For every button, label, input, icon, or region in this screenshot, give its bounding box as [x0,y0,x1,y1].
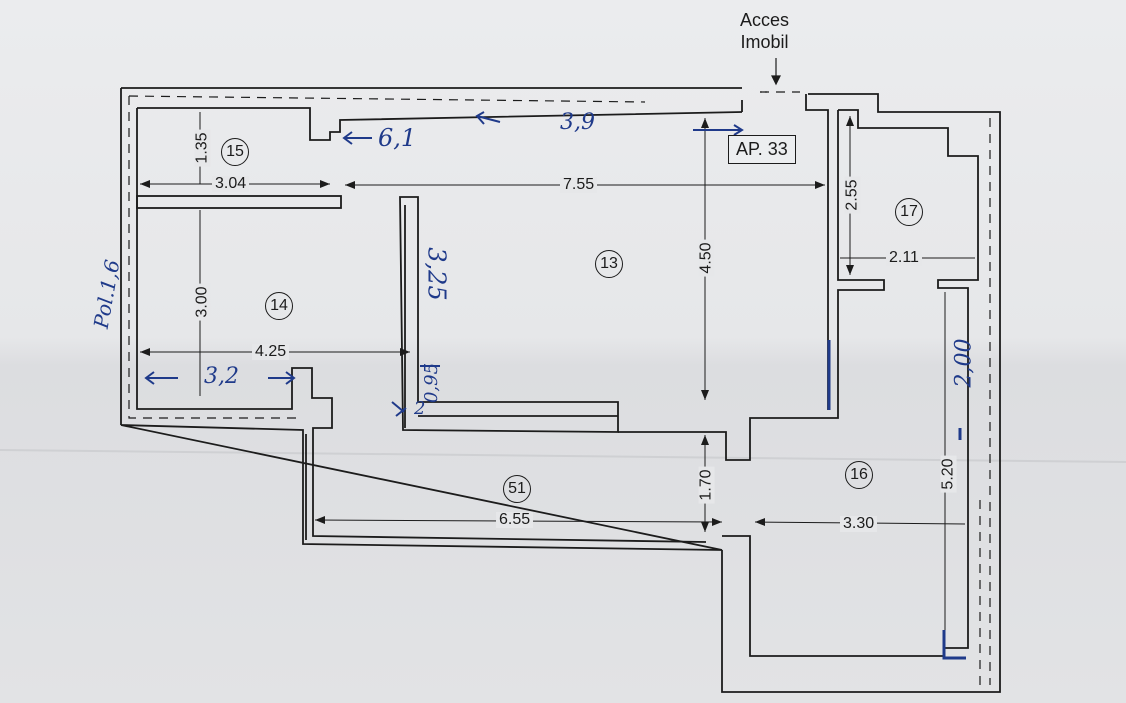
room-number-15: 15 [221,138,249,166]
paper-fold [0,449,1126,463]
access-label-line2: Imobil [740,32,789,52]
building-access-label: Acces Imobil [740,9,789,53]
dimension-label-3-04: 3.04 [212,176,250,192]
handwritten-3-25: 3,25 [422,247,451,301]
access-arrow [760,58,781,93]
room-number-17: 17 [895,198,923,226]
dimension-label-2-11: 2.11 [886,250,922,266]
handwritten-6-1: 6,1 [378,124,417,152]
room-number-51: 51 [503,475,531,503]
dimension-label-2-55: 2.55 [844,176,861,214]
dimension-label-1-70: 1.70 [698,466,715,504]
dimension-label-3-30: 3.30 [840,516,878,532]
interior-walls [136,195,619,433]
dimension-label-4-50: 4.50 [698,239,715,277]
apartment-label: AP. 33 [728,135,796,164]
handwritten-0-95: 0,95 [421,362,443,404]
dimension-label-7-55: 7.55 [560,177,598,193]
handwritten-2: 2 [414,398,426,419]
outer-walls [120,87,1001,693]
access-label-line1: Acces [740,10,790,30]
dimension-label-5-20: 5.20 [940,455,957,493]
dimension-label-1-35: 1.35 [194,129,211,167]
dimension-label-4-25: 4.25 [252,344,290,360]
pen-marks [144,111,966,660]
room-number-13: 13 [595,250,623,278]
room-number-14: 14 [265,292,293,320]
dimension-label-6-55: 6.55 [496,512,534,528]
dimension-label-3-00: 3.00 [194,283,211,321]
room-number-16: 16 [845,461,873,489]
handwritten-3-9: 3,9 [560,110,595,135]
dimension-arrowheads [140,116,854,532]
handwritten-3-2: 3,2 [204,364,239,389]
handwritten-2-00: 2,00 [951,338,977,388]
